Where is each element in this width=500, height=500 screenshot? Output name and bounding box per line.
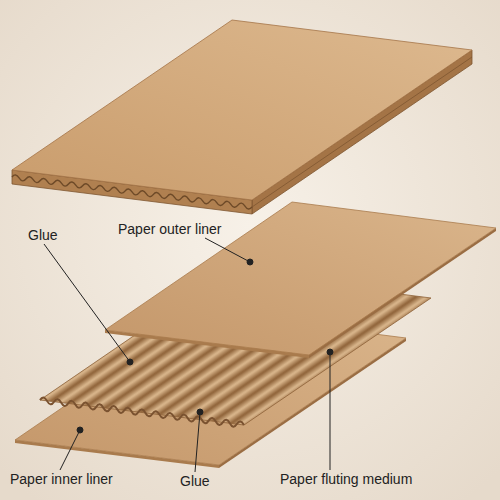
fluting-wave [40, 397, 244, 426]
leader-dot [197, 409, 203, 415]
leader-line [195, 412, 200, 472]
part-label: Glue [180, 473, 210, 490]
outer-liner-sheet [105, 202, 496, 355]
leader-dot [127, 359, 133, 365]
leader-dot [327, 349, 333, 355]
part-label: Paper fluting medium [280, 471, 412, 488]
leader-line [205, 238, 250, 262]
leader-dot [247, 259, 253, 265]
part-label: Paper outer liner [118, 221, 222, 238]
leader-lines [44, 238, 333, 472]
leader-dot [77, 427, 83, 433]
part-label: Glue [28, 227, 58, 244]
leader-line [330, 352, 331, 470]
leader-line [60, 430, 80, 470]
part-label: Paper inner liner [10, 471, 113, 488]
leader-line [44, 244, 130, 362]
board-top-face [12, 20, 472, 200]
